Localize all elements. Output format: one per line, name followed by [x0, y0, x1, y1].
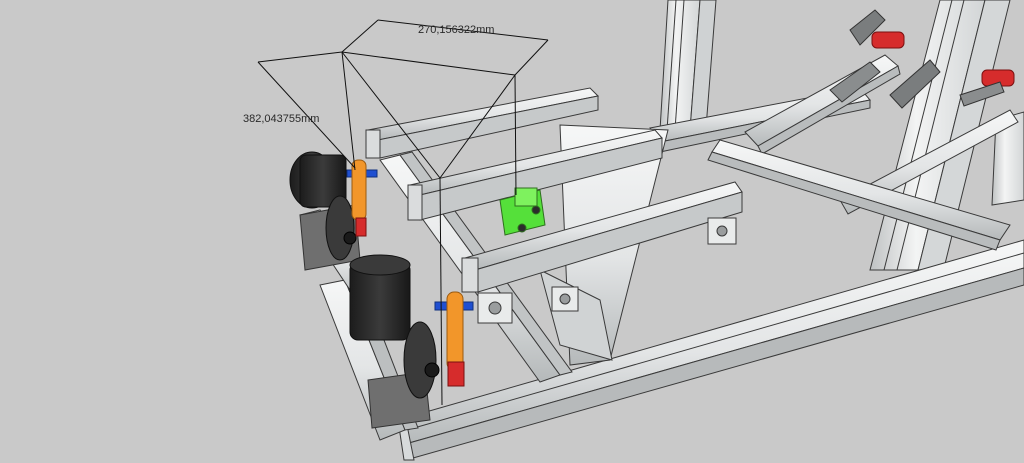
profile-end-cap-1: [477, 292, 513, 324]
pedal-clamp-2: [889, 59, 1015, 109]
vertical-upright-far-right: [991, 111, 1024, 206]
pedal-clamp-1: [829, 9, 905, 103]
cross-beam-3: [461, 181, 743, 293]
cross-beam-2: [407, 129, 663, 221]
base-rail-front: [397, 239, 1024, 461]
motor-lower: [349, 254, 440, 429]
motor-upper: [289, 151, 361, 271]
motor-shaft-lower: [434, 291, 474, 387]
profile-end-cap-2: [551, 286, 579, 312]
dimension-label-left: 382,043755mm: [243, 113, 320, 125]
base-rail-right-side: [707, 139, 1011, 251]
cross-beam-1: [365, 87, 600, 159]
profile-end-cap-3: [707, 217, 737, 245]
vertical-upright-left: [659, 0, 717, 131]
dimension-label-top: 270,156322mm: [418, 24, 495, 36]
motor-shaft-upper: [346, 159, 378, 237]
green-bracket: [499, 187, 546, 236]
dimension-lines: [257, 19, 549, 406]
